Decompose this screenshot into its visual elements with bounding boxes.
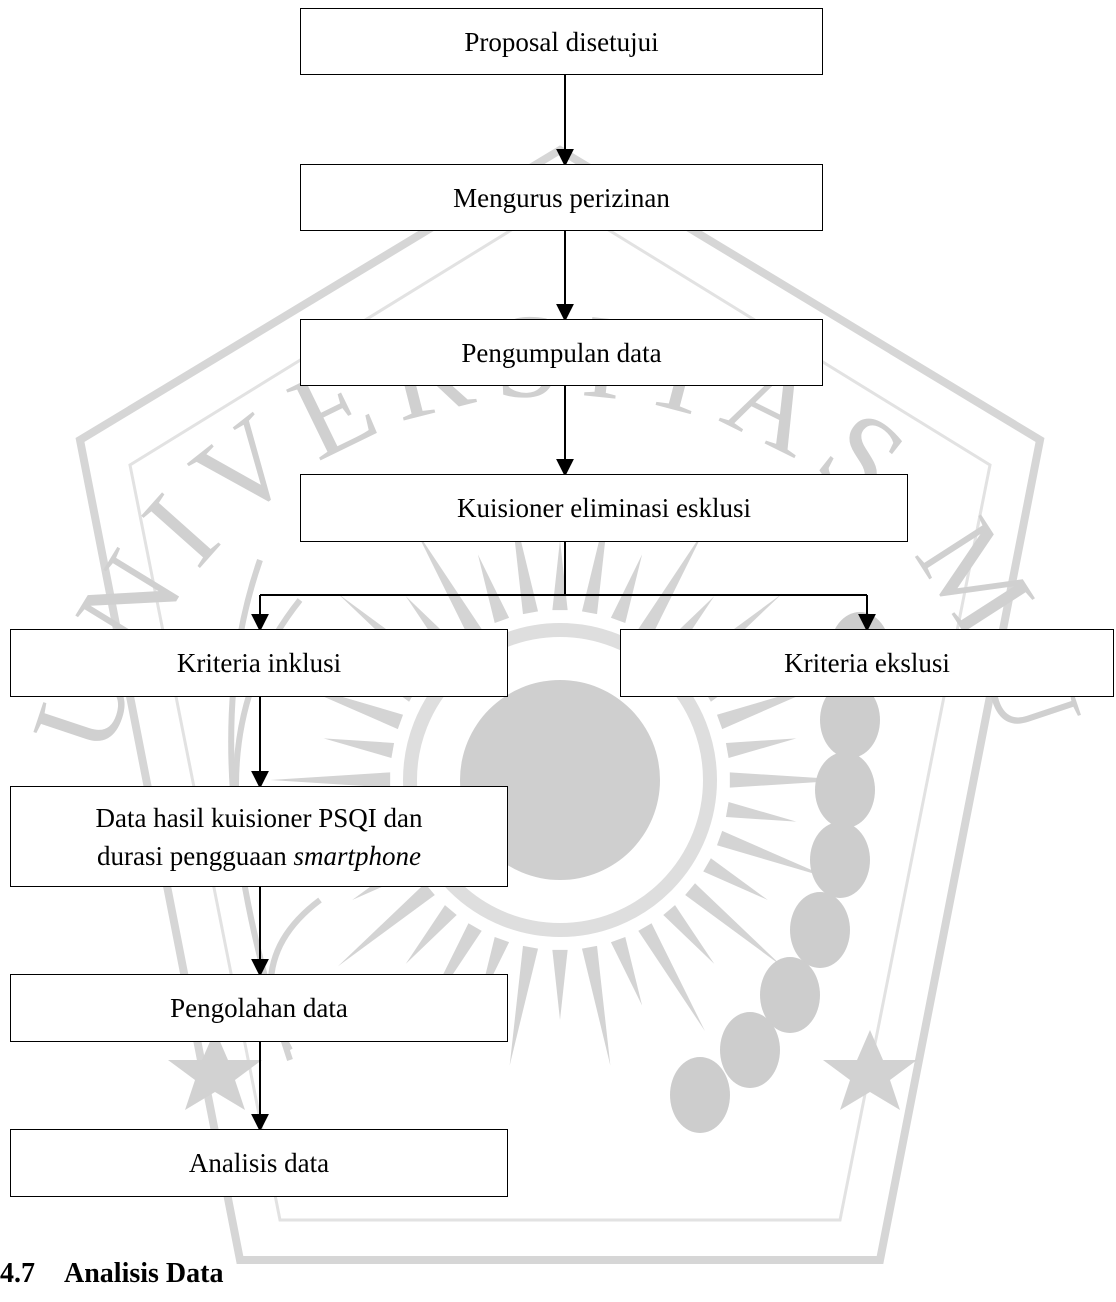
sun-ray xyxy=(337,883,435,967)
node-label: Kuisioner eliminasi esklusi xyxy=(457,493,751,523)
sun-ray xyxy=(610,554,643,624)
node-label-line2: durasi pengguaan smartphone xyxy=(97,837,421,875)
sun-ray xyxy=(552,949,568,1020)
sun-ray xyxy=(725,801,797,822)
node-label: Kriteria ekslusi xyxy=(784,648,950,678)
node-mengurus-perizinan: Mengurus perizinan xyxy=(300,164,823,231)
sun-ray xyxy=(509,945,539,1066)
seal-inner-outline xyxy=(128,198,992,1222)
sun-ray xyxy=(638,528,705,637)
node-pengumpulan-data: Pengumpulan data xyxy=(300,319,823,386)
node-label: Pengumpulan data xyxy=(461,337,662,368)
sun-ray xyxy=(477,554,510,624)
section-title: Analisis Data xyxy=(64,1258,224,1289)
section-number: 4.7 xyxy=(0,1258,35,1289)
node-label: Mengurus perizinan xyxy=(453,182,670,213)
seal-pentagon-outline xyxy=(75,145,1045,1264)
node-kuisioner-eliminasi: Kuisioner eliminasi esklusi xyxy=(300,474,908,542)
node-analisis-data: Analisis data xyxy=(10,1129,508,1197)
star-right-icon xyxy=(823,1030,917,1110)
node-pengolahan-data: Pengolahan data xyxy=(10,974,508,1042)
node-label: Pengolahan data xyxy=(170,993,348,1023)
star-left-icon xyxy=(168,1030,262,1110)
node-label-line2-text: durasi pengguaan xyxy=(97,840,294,871)
node-kriteria-ekslusi: Kriteria ekslusi xyxy=(620,629,1114,697)
seal-center-disc xyxy=(460,680,660,880)
sun-ray xyxy=(270,772,391,788)
sun-ray xyxy=(685,883,783,967)
sun-ray xyxy=(323,738,395,759)
node-kriteria-inklusi: Kriteria inklusi xyxy=(10,629,508,697)
laurel-right-icon xyxy=(670,612,890,1133)
sun-ray xyxy=(703,858,768,900)
sun-ray xyxy=(415,528,482,637)
node-label-line1: Data hasil kuisioner PSQI dan xyxy=(95,802,423,833)
sun-ray xyxy=(716,830,833,880)
sun-ray xyxy=(663,905,715,964)
section-heading: 4.7 Analisis Data xyxy=(0,1258,223,1290)
node-proposal-disetujui: Proposal disetujui xyxy=(300,8,823,75)
node-label: Proposal disetujui xyxy=(464,26,659,57)
sun-ray xyxy=(725,738,797,759)
sun-ray xyxy=(405,905,457,964)
sun-ray xyxy=(729,772,850,788)
node-label: Analisis data xyxy=(188,1148,330,1178)
sun-ray xyxy=(581,945,611,1066)
node-label-line2-italic: smartphone xyxy=(293,840,421,871)
node-data-hasil-kuisioner: Data hasil kuisioner PSQI dan durasi pen… xyxy=(10,786,508,887)
sun-ray xyxy=(552,540,568,611)
node-label: Kriteria inklusi xyxy=(176,648,342,678)
sun-ray xyxy=(638,923,705,1032)
seal-ring xyxy=(403,623,717,937)
sun-ray xyxy=(610,936,643,1006)
